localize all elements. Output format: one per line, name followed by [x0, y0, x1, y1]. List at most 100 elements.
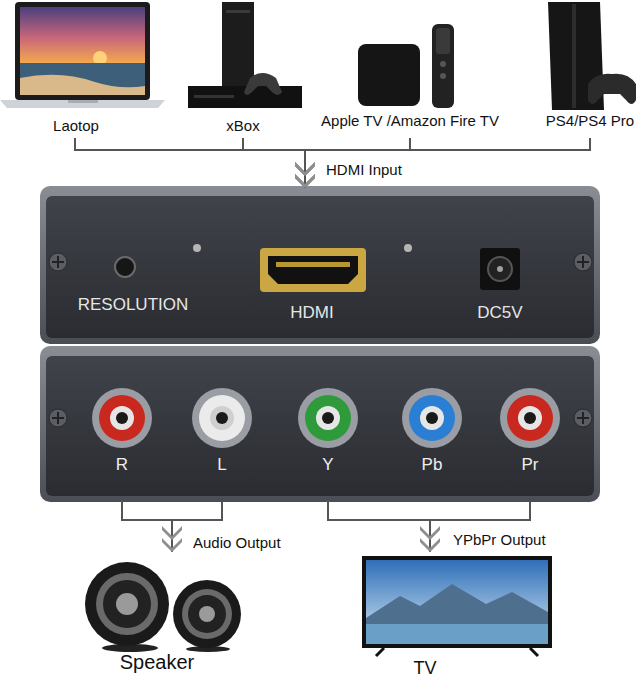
xbox-illustration	[194, 95, 234, 98]
jack-label: L	[217, 455, 226, 475]
converter-back-panel: RLYPbPr	[40, 348, 600, 500]
connector	[243, 138, 305, 188]
apple-tv-illustration	[358, 44, 420, 106]
rca-jack	[92, 388, 152, 448]
xbox-illustration	[244, 73, 282, 95]
jack-label: R	[116, 455, 128, 475]
tv-illustration	[366, 624, 548, 644]
rca-jack	[500, 388, 560, 448]
tv-illustration	[376, 648, 538, 656]
converter-back-panel-illustration	[46, 356, 594, 496]
device-label: Apple TV /Amazon Fire TV	[321, 112, 499, 129]
converter-back-panel-illustration	[52, 412, 64, 424]
rca-jack	[507, 395, 553, 441]
connector	[305, 138, 410, 188]
converter-back-panel-illustration	[40, 346, 600, 502]
speaker-illustration	[85, 562, 169, 646]
rca-jack	[518, 406, 542, 430]
device-label: Speaker	[120, 651, 195, 674]
source-device: PS4/PS4 Pro	[540, 0, 640, 138]
converter-front-panel-illustration	[115, 257, 135, 277]
ps4-illustration	[572, 4, 576, 108]
laptop-illustration	[93, 51, 107, 65]
speaker-illustration	[199, 606, 215, 622]
speaker-illustration	[173, 580, 241, 648]
converter-back-panel-illustration	[574, 409, 592, 427]
converter-front-panel-illustration	[46, 196, 594, 338]
source-device: Laotop	[0, 0, 165, 138]
rca-jack	[409, 395, 455, 441]
signal-label: HDMI Input	[323, 161, 405, 178]
rca-jack	[420, 406, 444, 430]
speaker-illustration	[103, 580, 151, 628]
rca-jack	[192, 388, 252, 448]
rca-jack	[92, 388, 152, 448]
signal-label: Audio Output	[190, 534, 284, 551]
speaker-illustration	[116, 593, 138, 615]
signal-label: YPbPr Output	[450, 531, 549, 548]
laptop-illustration	[20, 7, 145, 63]
ps4-illustration	[548, 2, 636, 110]
laptop-illustration	[20, 63, 145, 95]
converter-front-panel-illustration	[488, 257, 512, 281]
rca-jack	[322, 412, 334, 424]
laptop-illustration	[15, 2, 150, 100]
rca-jack	[524, 412, 536, 424]
output-device: TV	[355, 552, 560, 680]
rca-jack	[298, 388, 358, 448]
rca-jack	[216, 412, 228, 424]
tv-illustration	[362, 556, 552, 656]
converter-front-panel-illustration	[40, 186, 600, 344]
converter-back-panel-illustration	[49, 409, 67, 427]
device-label: TV	[413, 658, 436, 679]
connector	[122, 500, 172, 552]
source-device: xBox	[185, 0, 305, 138]
converter-front-panel-illustration	[193, 244, 201, 252]
rca-jack	[500, 388, 560, 448]
converter-front-panel-illustration	[404, 244, 412, 252]
apple-tv-illustration	[440, 61, 446, 67]
rca-jack	[426, 412, 438, 424]
rca-jack	[116, 412, 128, 424]
output-device: Speaker	[85, 552, 260, 674]
converter-front-panel-illustration	[276, 262, 350, 267]
jack-label: Pb	[422, 455, 443, 475]
apple-tv-illustration	[436, 28, 450, 54]
converter-front-panel-illustration	[574, 253, 592, 271]
rca-jack	[99, 395, 145, 441]
rca-jack	[305, 395, 351, 441]
connector	[75, 138, 305, 188]
port-label: DC5V	[477, 303, 522, 323]
laptop-illustration	[0, 100, 165, 108]
rca-jack	[316, 406, 340, 430]
rca-jack	[210, 406, 234, 430]
converter-front-panel-illustration	[40, 186, 600, 344]
rca-jack	[199, 395, 245, 441]
device-label: xBox	[226, 117, 259, 134]
xbox-illustration	[226, 10, 250, 13]
output-bracket	[430, 502, 530, 520]
laptop-illustration	[68, 100, 98, 103]
rca-jack	[192, 388, 252, 448]
laptop-illustration	[20, 75, 145, 95]
converter-front-panel-illustration	[480, 248, 520, 290]
speaker-illustration	[182, 589, 232, 639]
output-bracket	[172, 502, 222, 520]
output-bracket	[172, 502, 530, 520]
source-device: Apple TV /Amazon Fire TV	[312, 0, 510, 138]
converter-front-panel-illustration	[52, 256, 64, 268]
device-label: Laotop	[53, 117, 99, 134]
rca-jack	[110, 406, 134, 430]
xbox-illustration	[222, 2, 254, 88]
converter-front-panel-illustration	[497, 266, 503, 272]
speaker-illustration	[85, 562, 241, 652]
xbox-illustration	[188, 2, 302, 108]
connector	[305, 138, 590, 188]
connector	[328, 500, 430, 552]
apple-tv-illustration	[440, 73, 446, 79]
jack-label: Pr	[522, 455, 539, 475]
device-label: PS4/PS4 Pro	[546, 112, 634, 129]
